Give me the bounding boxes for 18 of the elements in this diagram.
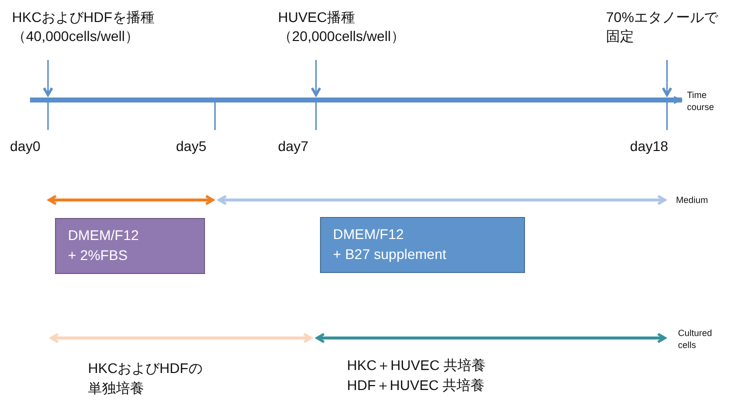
event-label: HKCおよびHDFを播種 （40,000cells/well）: [12, 8, 232, 46]
medium-box: DMEM/F12 + B27 supplement: [320, 217, 525, 273]
arrow: [310, 60, 322, 96]
day-label: day5: [176, 138, 206, 154]
row-label: Cultured cells: [678, 327, 714, 351]
culture-label: HDF＋HUVEC 共培養: [347, 377, 485, 395]
culture-label: HKCおよびHDFの単独培養: [88, 359, 204, 398]
day-label: day7: [278, 138, 308, 154]
event-label: 70%エタノールで固定: [606, 8, 731, 46]
axis-label: Time course: [687, 89, 716, 113]
arrow: [662, 60, 672, 96]
culture-label: HKC＋HUVEC 共培養: [347, 357, 486, 375]
medium-box: DMEM/F12 + 2%FBS: [55, 218, 205, 274]
day-label: day0: [10, 138, 40, 154]
event-label: HUVEC播種 （20,000cells/well）: [278, 8, 478, 46]
arrow: [42, 60, 54, 96]
row-label: Medium: [676, 194, 708, 206]
day-label: day18: [630, 138, 668, 154]
